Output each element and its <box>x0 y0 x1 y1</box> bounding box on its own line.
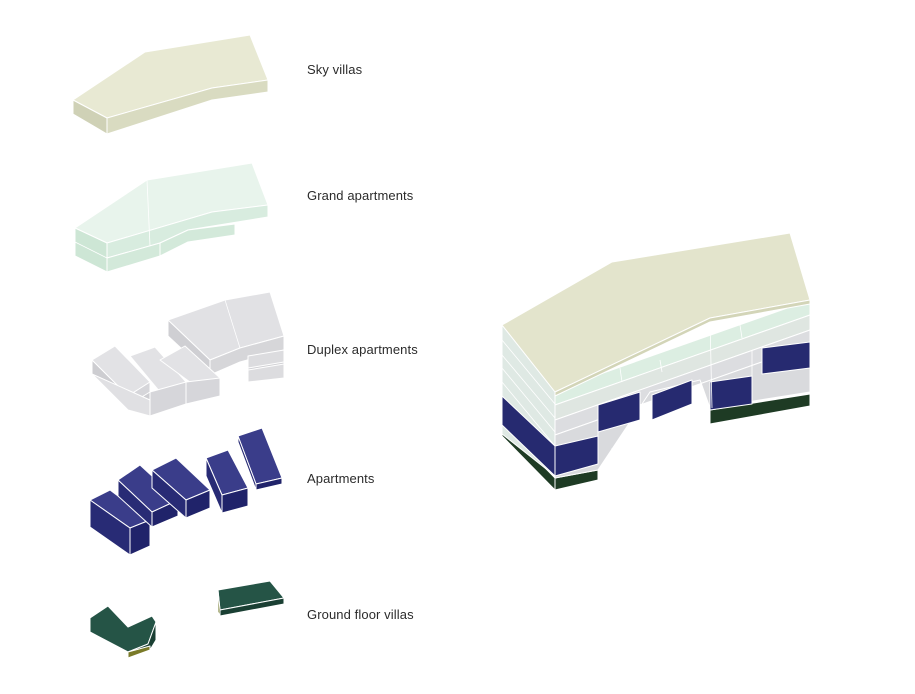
label-grand-apartments: Grand apartments <box>307 188 414 203</box>
label-duplex-apartments: Duplex apartments <box>307 342 418 357</box>
assembled-building <box>501 232 811 491</box>
duplex-apartments-blocks <box>91 291 285 417</box>
label-sky-villas: Sky villas <box>307 62 363 77</box>
sky-villas-slab <box>72 34 269 135</box>
ground-floor-villas-blocks <box>89 580 285 659</box>
grand-apartments-slab <box>74 162 269 273</box>
label-apartments: Apartments <box>307 471 375 486</box>
apartments-blocks <box>89 427 283 556</box>
label-ground-floor-villas: Ground floor villas <box>307 607 414 622</box>
